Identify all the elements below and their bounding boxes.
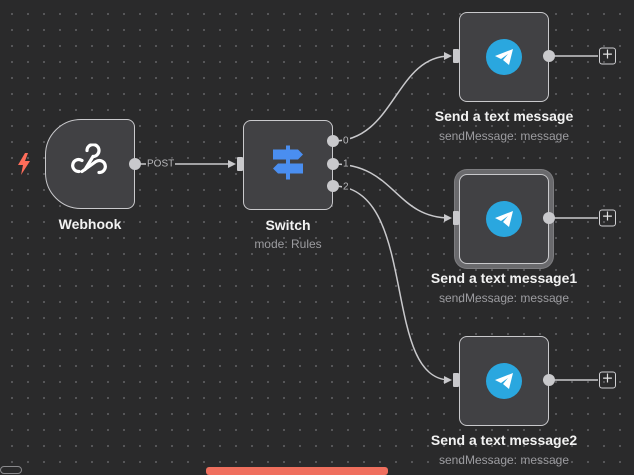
telegram-node-1-subtitle: sendMessage: message: [438, 129, 570, 143]
switch-output-handle-2[interactable]: [327, 180, 339, 192]
switch-output-label-0: 0: [342, 135, 350, 147]
telegram-node-1-input-handle[interactable]: [453, 49, 459, 63]
webhook-output-label: POST: [146, 158, 176, 170]
arrowhead: [444, 376, 452, 384]
telegram-node-3-output-handle[interactable]: [543, 374, 555, 386]
telegram-node-2[interactable]: [459, 174, 549, 264]
arrowhead: [444, 214, 452, 222]
telegram-node-3-subtitle: sendMessage: message: [438, 453, 570, 467]
telegram-node-2-input-handle[interactable]: [453, 211, 459, 225]
add-node-button[interactable]: +: [599, 209, 616, 227]
switch-output-label-2: 2: [342, 181, 350, 193]
arrowhead: [444, 52, 452, 60]
telegram-icon: [486, 39, 522, 75]
trigger-bolt-icon: [17, 153, 31, 175]
telegram-icon: [486, 363, 522, 399]
switch-output-handle-0[interactable]: [327, 135, 339, 147]
connection-switch-send3[interactable]: [332, 185, 451, 381]
zoom-control[interactable]: [0, 466, 22, 474]
telegram-node-1-title: Send a text message: [434, 108, 574, 124]
telegram-node-1[interactable]: [459, 12, 549, 102]
switch-subtitle: mode: Rules: [254, 237, 322, 251]
execute-workflow-button[interactable]: [206, 467, 388, 475]
arrowhead: [228, 160, 236, 168]
webhook-node[interactable]: [45, 119, 135, 209]
switch-output-label-1: 1: [342, 158, 350, 170]
webhook-icon: [70, 142, 110, 185]
webhook-title: Webhook: [58, 216, 122, 232]
telegram-node-2-subtitle: sendMessage: message: [438, 291, 570, 305]
connection-switch-send1[interactable]: [332, 55, 451, 142]
telegram-icon: [486, 201, 522, 237]
switch-output-handle-1[interactable]: [327, 158, 339, 170]
telegram-node-3-title: Send a text message2: [430, 432, 578, 448]
switch-node[interactable]: [243, 120, 333, 210]
add-node-button[interactable]: +: [599, 371, 616, 389]
telegram-node-1-output-handle[interactable]: [543, 50, 555, 62]
switch-title: Switch: [265, 217, 311, 233]
telegram-node-2-output-handle[interactable]: [543, 212, 555, 224]
add-node-button[interactable]: +: [599, 47, 616, 65]
switch-input-handle[interactable]: [237, 157, 243, 171]
telegram-node-3[interactable]: [459, 336, 549, 426]
connection-switch-send2[interactable]: [332, 163, 451, 219]
signpost-icon: [270, 144, 306, 187]
telegram-node-3-input-handle[interactable]: [453, 373, 459, 387]
webhook-output-handle[interactable]: [129, 158, 141, 170]
telegram-node-2-title: Send a text message1: [430, 270, 578, 286]
